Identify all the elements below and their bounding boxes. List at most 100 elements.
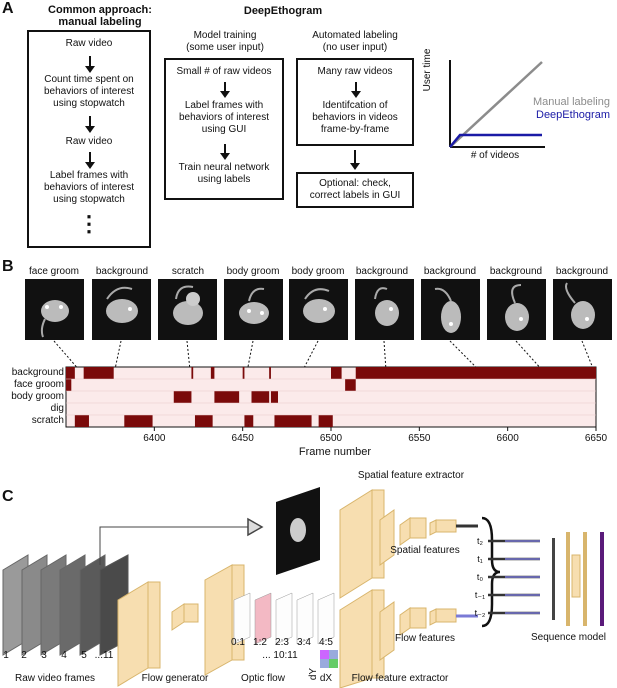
- frame-number-label: 2: [21, 650, 27, 661]
- ethogram-segment: [74, 415, 89, 427]
- play-triangle-icon: [247, 517, 264, 537]
- frame-connector: [114, 340, 122, 368]
- panel-a-letter: A: [2, 0, 14, 17]
- manual-labeling-legend: Manual labeling: [532, 96, 610, 108]
- ethogram-segment: [269, 367, 271, 379]
- flow-pair-label: 0:1: [231, 637, 245, 648]
- x-tick-label: 6550: [408, 433, 431, 444]
- ethogram-row-label: background: [11, 367, 64, 378]
- frame-connector: [53, 340, 77, 368]
- optional-step-text: Optional: check, correct labels in GUI: [309, 178, 401, 201]
- common-step-raw-video-1: Raw video: [65, 38, 113, 49]
- spatial-features-label: Spatial features: [390, 545, 460, 556]
- ethogram-segment: [66, 367, 75, 379]
- training-step-small-videos: Small # of raw videos: [176, 66, 272, 77]
- video-frame-image: [25, 279, 84, 340]
- spatial-extractor-blocks: [339, 489, 457, 599]
- x-tick-label: 6500: [320, 433, 343, 444]
- time-step-label: t₁: [477, 554, 483, 564]
- frame-connector: [515, 340, 540, 368]
- arrow-down-icon: [85, 56, 95, 73]
- frame-number-label: 3: [41, 650, 47, 661]
- video-frame-image: [158, 279, 217, 340]
- ethogram-segment: [83, 367, 114, 379]
- ethogram-segment: [244, 415, 254, 427]
- ethogram-segment: [242, 367, 245, 379]
- arrow-down-icon: [220, 144, 230, 160]
- frame-label: background: [423, 266, 477, 277]
- automated-labeling-heading: Automated labeling (no user input): [312, 30, 398, 53]
- panel-b-letter: B: [2, 258, 14, 275]
- common-step-count-time: Count time spent on behaviors of interes…: [43, 74, 135, 109]
- frame-connector: [383, 340, 387, 368]
- ethogram-segment: [214, 391, 240, 403]
- frame-connector: [186, 340, 191, 368]
- automated-labeling-box: Many raw videos Identifcation of behavio…: [296, 58, 414, 146]
- x-tick-label: 6450: [232, 433, 255, 444]
- model-training-heading: Model training (some user input): [186, 30, 264, 53]
- x-tick-label: 6600: [497, 433, 520, 444]
- flow-pair-label: 1:2: [253, 637, 267, 648]
- frame-label: background: [489, 266, 543, 277]
- flow-extractor-label: Flow feature extractor: [351, 673, 449, 684]
- arrow-down-icon: [220, 82, 230, 98]
- ethogram-segment: [194, 415, 213, 427]
- deepethogram-heading: DeepEthogram: [243, 5, 323, 17]
- optic-flow-label: Optic flow: [241, 673, 285, 684]
- deepethogram-line: [449, 133, 542, 148]
- flow-generator-blocks: [117, 564, 245, 687]
- spatial-extractor-label: Spatial feature extractor: [357, 470, 465, 481]
- plot-x-label: # of videos: [470, 150, 520, 161]
- frame-label: body groom: [226, 266, 280, 277]
- arrow-down-icon: [85, 116, 95, 133]
- frame-connector: [304, 340, 319, 368]
- x-tick-label: 6650: [585, 433, 608, 444]
- flow-pair-label: 3:4: [297, 637, 311, 648]
- ethogram-chart: 6400 6450 6500 6550 6600 6650: [53, 340, 608, 444]
- raw-video-frames-label: Raw video frames: [14, 673, 96, 684]
- ethogram-row-label: scratch: [31, 415, 64, 426]
- frame-connector-line: [99, 526, 248, 565]
- video-frame-image: [289, 279, 348, 340]
- ethogram-row-label: body groom: [11, 391, 64, 402]
- optional-step-box: Optional: check, correct labels in GUI: [296, 172, 414, 208]
- ethogram-segment: [345, 379, 356, 391]
- frame-label: body groom: [291, 266, 345, 277]
- ethogram-segment: [355, 367, 596, 379]
- flow-features-label: Flow features: [394, 633, 456, 644]
- frame-number-label: ...11: [94, 650, 114, 661]
- video-frame-image: [421, 279, 480, 340]
- training-step-label-frames: Label frames with behaviors of interest …: [178, 100, 270, 135]
- sequence-model-label: Sequence model: [530, 632, 607, 643]
- ethogram-segment: [251, 391, 270, 403]
- raw-video-frames-stack: [2, 554, 129, 656]
- ethogram-segment: [173, 391, 192, 403]
- x-tick-label: 6400: [143, 433, 166, 444]
- ethogram-segment: [274, 415, 312, 427]
- frame-number-label: 4: [61, 650, 67, 661]
- continuation-dots: ⋮: [78, 211, 100, 236]
- flow-extractor-blocks: [339, 589, 457, 688]
- ethogram-segment: [191, 367, 194, 379]
- arrow-down-icon: [350, 150, 360, 170]
- ethogram-row-label: dig: [50, 403, 64, 414]
- flow-pair-label: 2:3: [275, 637, 289, 648]
- dy-label: dY: [308, 667, 319, 681]
- pipeline-diagram: [2, 487, 604, 688]
- ethogram-segment: [124, 415, 153, 427]
- frame-connector: [247, 340, 254, 368]
- video-frame-image: [553, 279, 612, 340]
- common-step-raw-video-2: Raw video: [65, 136, 113, 147]
- time-step-features: [488, 539, 540, 615]
- optic-flow-frames: [233, 592, 335, 645]
- frame-label: scratch: [171, 266, 205, 277]
- time-step-label: t₂: [477, 536, 483, 546]
- panel-c-letter: C: [2, 488, 14, 505]
- ethogram-segment: [318, 415, 333, 427]
- frame-label: background: [95, 266, 149, 277]
- time-step-label: t₋₂: [474, 608, 486, 618]
- flow-pair-label: 4:5: [319, 637, 333, 648]
- common-approach-heading: Common approach: manual labeling: [48, 4, 152, 28]
- sequence-model-blocks: [552, 532, 604, 626]
- ethogram-segment: [66, 379, 72, 391]
